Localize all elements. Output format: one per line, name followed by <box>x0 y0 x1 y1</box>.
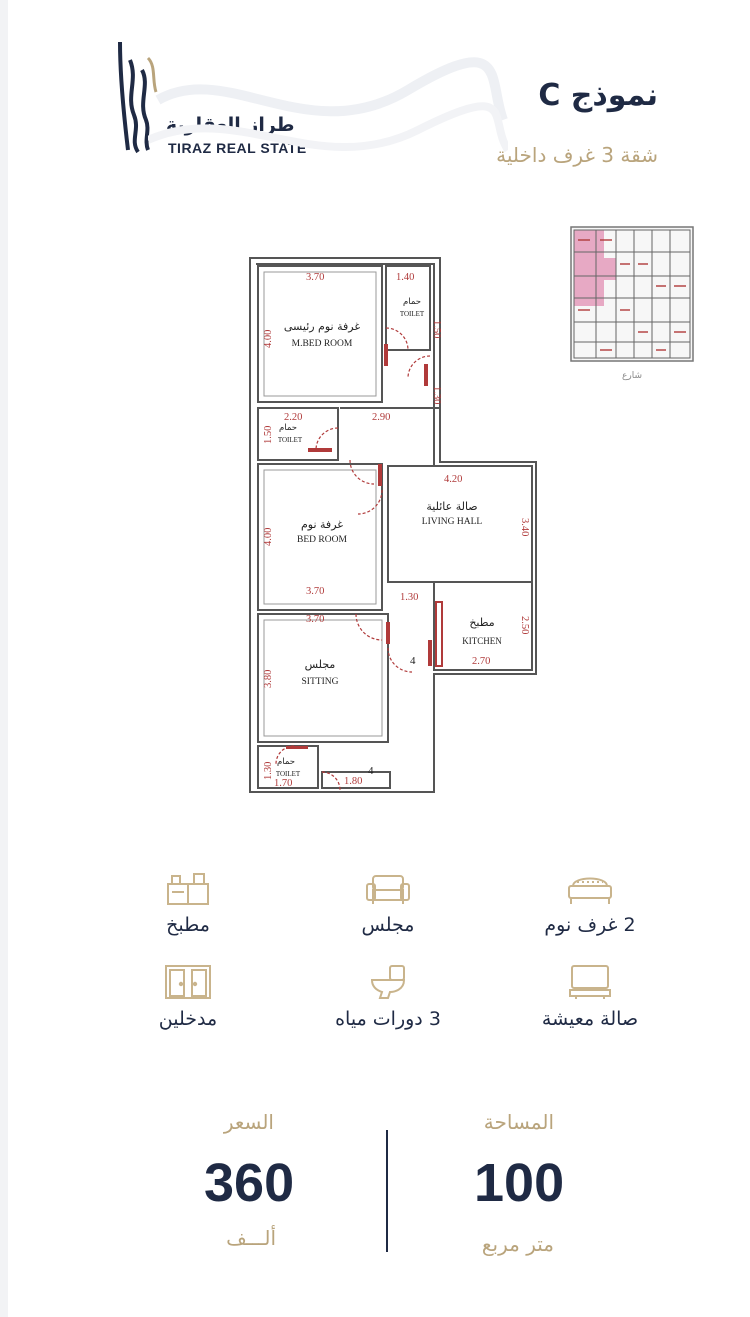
room-kitchen-ar: مطبخ <box>469 616 494 629</box>
dim-label: 1.70 <box>274 778 292 789</box>
dim-label: 1.30 <box>431 386 442 404</box>
floor-plan: 3.70 1.40 4.00 1.50 2.20 2.90 1.50 1.30 … <box>249 257 537 793</box>
price-label: السعر <box>223 1110 274 1134</box>
brand-mark-icon <box>118 41 158 154</box>
area-unit: متر مربع <box>481 1232 554 1256</box>
room-toilet-ar: حمام <box>279 423 297 433</box>
feature-living: صالة معيشة <box>490 964 690 1030</box>
sofa-icon <box>366 875 410 904</box>
room-toilet-en: TOILET <box>278 436 303 444</box>
dim-label: 1.40 <box>396 272 414 283</box>
bed-icon <box>568 877 612 904</box>
feature-kitchen: مطبخ <box>88 872 288 936</box>
toilet-icon <box>370 965 406 999</box>
dim-label: 1.50 <box>263 426 274 444</box>
door-icon <box>165 965 211 999</box>
area-label: المساحة <box>483 1110 554 1134</box>
feature-sitting-label: مجلس <box>361 914 415 936</box>
brand-name-en: TIRAZ REAL STATE <box>168 140 307 156</box>
dim-label: 1.30 <box>400 592 418 603</box>
price-value: 360 <box>204 1153 295 1213</box>
room-master-bedroom-ar: غرفة نوم رئيسى <box>284 320 360 333</box>
model-subtitle: شقة 3 غرف داخلية <box>496 143 658 167</box>
feature-bedrooms-label: 2 غرف نوم <box>544 914 636 936</box>
feature-entrances: مدخلين <box>88 964 288 1030</box>
dim-label: 3.80 <box>263 670 274 688</box>
dim-label: 4.00 <box>263 528 274 546</box>
feature-bedrooms: 2 غرف نوم <box>490 872 690 936</box>
room-bedroom-en: BED ROOM <box>297 535 347 545</box>
feature-bathrooms: 3 دورات مياه <box>288 964 488 1030</box>
dim-label: 3.70 <box>306 272 324 283</box>
room-toilet-ar: حمام <box>277 757 295 767</box>
decorative-swoosh <box>148 57 508 153</box>
tv-icon <box>569 965 611 999</box>
room-bedroom-ar: غرفة نوم <box>301 518 343 531</box>
room-living-ar: صالة عائلية <box>426 500 477 513</box>
feature-bathrooms-label: 3 دورات مياه <box>335 1008 441 1030</box>
room-sitting-en: SITTING <box>302 677 339 687</box>
step-label: 4 <box>368 765 374 777</box>
feature-sitting: مجلس <box>288 872 488 936</box>
site-plan-thumbnail: شارع <box>570 226 694 381</box>
dim-label: 2.70 <box>472 656 490 667</box>
price-unit: ألـــف <box>226 1226 276 1250</box>
dim-label: 4.00 <box>263 330 274 348</box>
dim-label: 3.40 <box>519 518 530 536</box>
dim-label: 1.50 <box>431 320 442 338</box>
room-living-en: LIVING HALL <box>422 517 483 527</box>
dim-label: 1.30 <box>263 762 274 780</box>
feature-living-label: صالة معيشة <box>541 1008 639 1030</box>
room-sitting-ar: مجلس <box>305 658 336 671</box>
feature-entrances-label: مدخلين <box>158 1008 218 1030</box>
dim-label: 2.20 <box>284 412 302 423</box>
feature-kitchen-label: مطبخ <box>166 914 210 936</box>
dim-label: 1.80 <box>344 776 362 787</box>
dim-label: 3.70 <box>306 586 324 597</box>
dim-label: 2.50 <box>519 616 530 634</box>
stats-divider <box>386 1130 388 1252</box>
room-toilet-en: TOILET <box>276 770 301 778</box>
dim-label: 3.70 <box>306 614 324 625</box>
area-value: 100 <box>474 1153 565 1213</box>
dim-label: 4.20 <box>444 474 462 485</box>
room-master-bedroom-en: M.BED ROOM <box>292 339 353 349</box>
step-label: 4 <box>410 655 416 667</box>
room-kitchen-en: KITCHEN <box>462 636 502 646</box>
kitchen-icon <box>167 873 209 905</box>
site-street-label: شارع <box>622 371 642 381</box>
model-title: نموذج C <box>538 78 658 113</box>
room-toilet-en: TOILET <box>400 310 425 318</box>
dim-label: 2.90 <box>372 412 390 423</box>
room-toilet-ar: حمام <box>403 297 421 307</box>
